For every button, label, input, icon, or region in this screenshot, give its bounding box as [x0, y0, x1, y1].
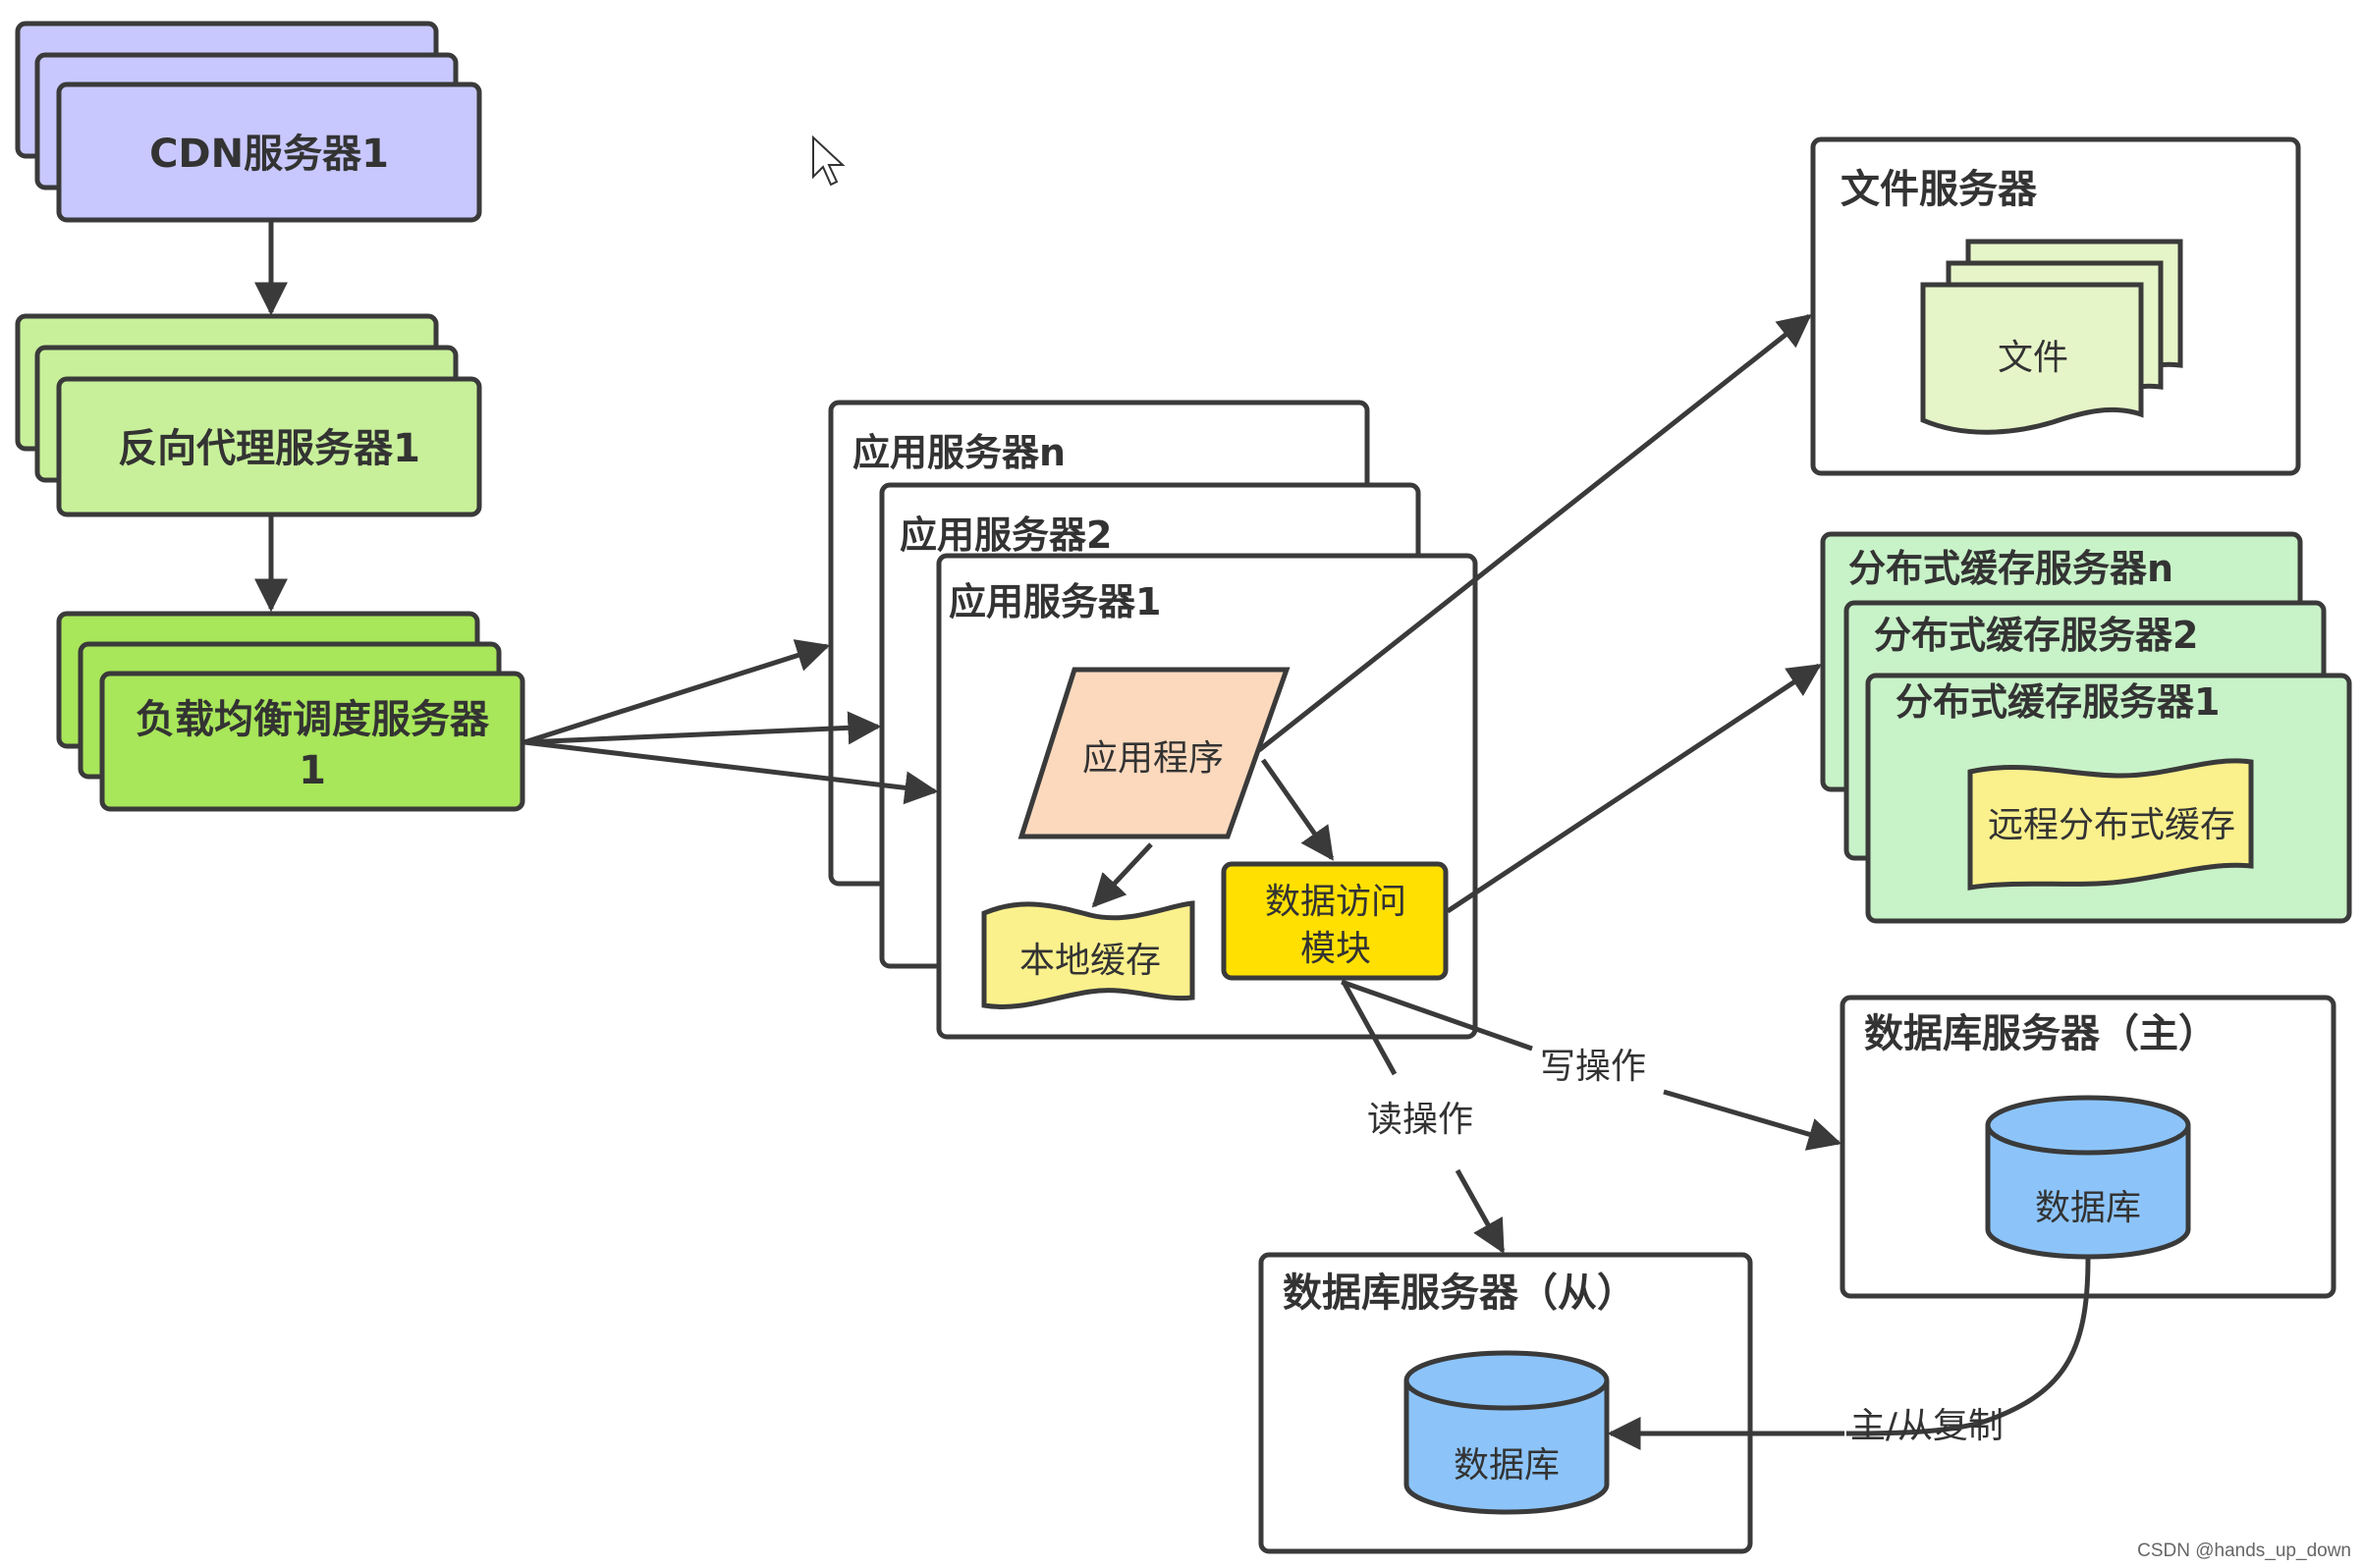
load-balancer-box	[99, 671, 525, 812]
write-op-label: 写操作	[1540, 1047, 1646, 1087]
app-server-stack: 应用服务器n 应用服务器2 应用服务器1 应用程序 本地缓存 数据访问 模块	[828, 400, 1478, 1040]
db-master-cylinder	[1985, 1125, 2191, 1260]
cdn-server-label: CDN服务器1	[149, 132, 389, 177]
data-access-box	[1221, 861, 1449, 981]
edge-lb-to-app-n	[523, 639, 831, 745]
load-balancer-stack: 负载均衡调度服务器 1	[56, 611, 525, 812]
app-server-1-label: 应用服务器1	[949, 580, 1161, 623]
edge-app-to-local-cache	[1091, 842, 1153, 908]
dist-cache-n-label: 分布式缓存服务器n	[1848, 547, 2173, 590]
app-server-2-label: 应用服务器2	[900, 514, 1112, 557]
edge-replication-curve	[1845, 1258, 2091, 1436]
reverse-proxy-stack: 反向代理服务器1	[15, 313, 482, 517]
db-master-cylinder-top	[1985, 1095, 2191, 1156]
db-master-server-label: 数据库服务器（主）	[1864, 1011, 2218, 1056]
reverse-proxy-box	[56, 376, 482, 517]
file-label: 文件	[1998, 338, 2068, 378]
remote-cache-shape	[1967, 758, 2254, 891]
cdn-server-stack: CDN服务器1	[15, 21, 482, 223]
local-cache-shape	[981, 900, 1195, 1009]
db-slave-cylinder	[1403, 1380, 1610, 1515]
cdn-server-box	[56, 81, 482, 223]
file-server-label: 文件服务器	[1841, 167, 2038, 212]
load-balancer-label-2: 1	[299, 748, 326, 793]
db-slave-label: 数据库	[1454, 1445, 1560, 1486]
edge-read-op	[1341, 980, 1503, 1251]
edge-app-to-file-server	[1257, 313, 1812, 752]
app-program-label: 应用程序	[1082, 738, 1224, 779]
file-doc-shape	[1920, 282, 2144, 435]
edge-data-access-to-dist-cache	[1446, 663, 1822, 914]
watermark: CSDN @hands_up_down	[2137, 1541, 2351, 1561]
mouse-cursor-icon	[812, 135, 846, 187]
remote-cache-label: 远程分布式缓存	[1988, 805, 2235, 845]
db-slave-server-label: 数据库服务器（从）	[1283, 1271, 1636, 1316]
edge-write-op	[1341, 979, 1839, 1143]
dist-cache-1-label: 分布式缓存服务器1	[1896, 680, 2220, 724]
db-slave-cylinder-top	[1403, 1350, 1610, 1411]
local-cache-label: 本地缓存	[1019, 941, 1161, 981]
file-server-group: 文件服务器 文件	[1810, 136, 2301, 476]
data-access-label: 数据访问	[1265, 882, 1406, 922]
read-op-label: 读操作	[1367, 1100, 1473, 1140]
db-slave-group: 数据库服务器（从） 数据库	[1258, 1252, 1753, 1554]
dist-cache-stack: 分布式缓存服务器n 分布式缓存服务器2 分布式缓存服务器1 远程分布式缓存	[1820, 531, 2352, 924]
edge-app-to-data-access	[1260, 758, 1335, 861]
reverse-proxy-label: 反向代理服务器1	[118, 426, 420, 471]
data-access-label-2: 模块	[1300, 929, 1371, 969]
dist-cache-2-label: 分布式缓存服务器2	[1874, 614, 2198, 657]
edge-lb-to-app-2	[523, 711, 882, 745]
app-program-shape	[1017, 667, 1291, 839]
db-master-label: 数据库	[2035, 1188, 2141, 1228]
edges	[254, 222, 2091, 1450]
replication-label: 主/从复制	[1850, 1406, 2004, 1446]
db-master-group: 数据库服务器（主） 数据库	[1840, 995, 2336, 1299]
load-balancer-label: 负载均衡调度服务器	[136, 697, 490, 742]
edge-lb-to-app-1	[523, 739, 939, 805]
app-server-n-label: 应用服务器n	[852, 431, 1066, 474]
